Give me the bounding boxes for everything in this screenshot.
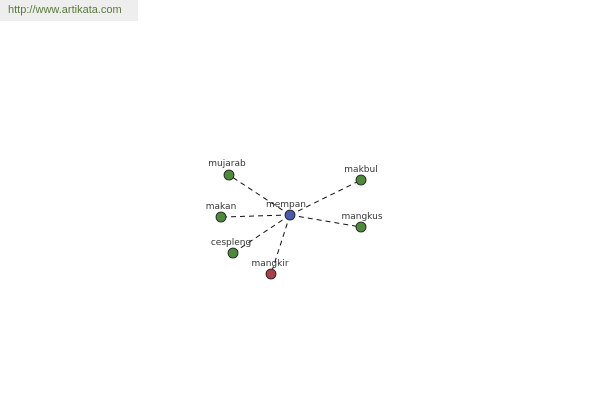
- node-makan[interactable]: [215, 211, 227, 223]
- edge-center-mujarab: [228, 174, 291, 216]
- site-url-link[interactable]: http://www.artikata.com: [8, 4, 122, 16]
- node-mujarab[interactable]: [223, 169, 235, 181]
- edge-center-makan: [220, 214, 291, 218]
- edge-center-mangkir: [270, 214, 291, 275]
- node-mangkir[interactable]: [265, 268, 277, 280]
- node-label-mujarab[interactable]: mujarab: [208, 159, 246, 169]
- node-makbul[interactable]: [355, 174, 367, 186]
- site-banner: http://www.artikata.com: [0, 0, 138, 21]
- node-label-center[interactable]: mempan: [266, 200, 306, 210]
- node-cespleng[interactable]: [227, 247, 239, 259]
- graph-nodes: [215, 169, 367, 280]
- graph-edges: [220, 174, 362, 275]
- edge-center-makbul: [289, 179, 362, 216]
- node-label-makan[interactable]: makan: [206, 202, 237, 212]
- edge-center-cespleng: [232, 214, 291, 254]
- edge-center-mangkus: [289, 214, 362, 228]
- node-label-mangkus[interactable]: mangkus: [341, 212, 382, 222]
- node-center[interactable]: [284, 209, 296, 221]
- node-label-makbul[interactable]: makbul: [344, 165, 377, 175]
- node-label-cespleng[interactable]: cespleng: [211, 238, 251, 248]
- node-mangkus[interactable]: [355, 221, 367, 233]
- node-label-mangkir[interactable]: mangkir: [251, 259, 288, 269]
- graph-labels: mempan mujarab makbul makan mangkus cespleng m…: [206, 159, 383, 269]
